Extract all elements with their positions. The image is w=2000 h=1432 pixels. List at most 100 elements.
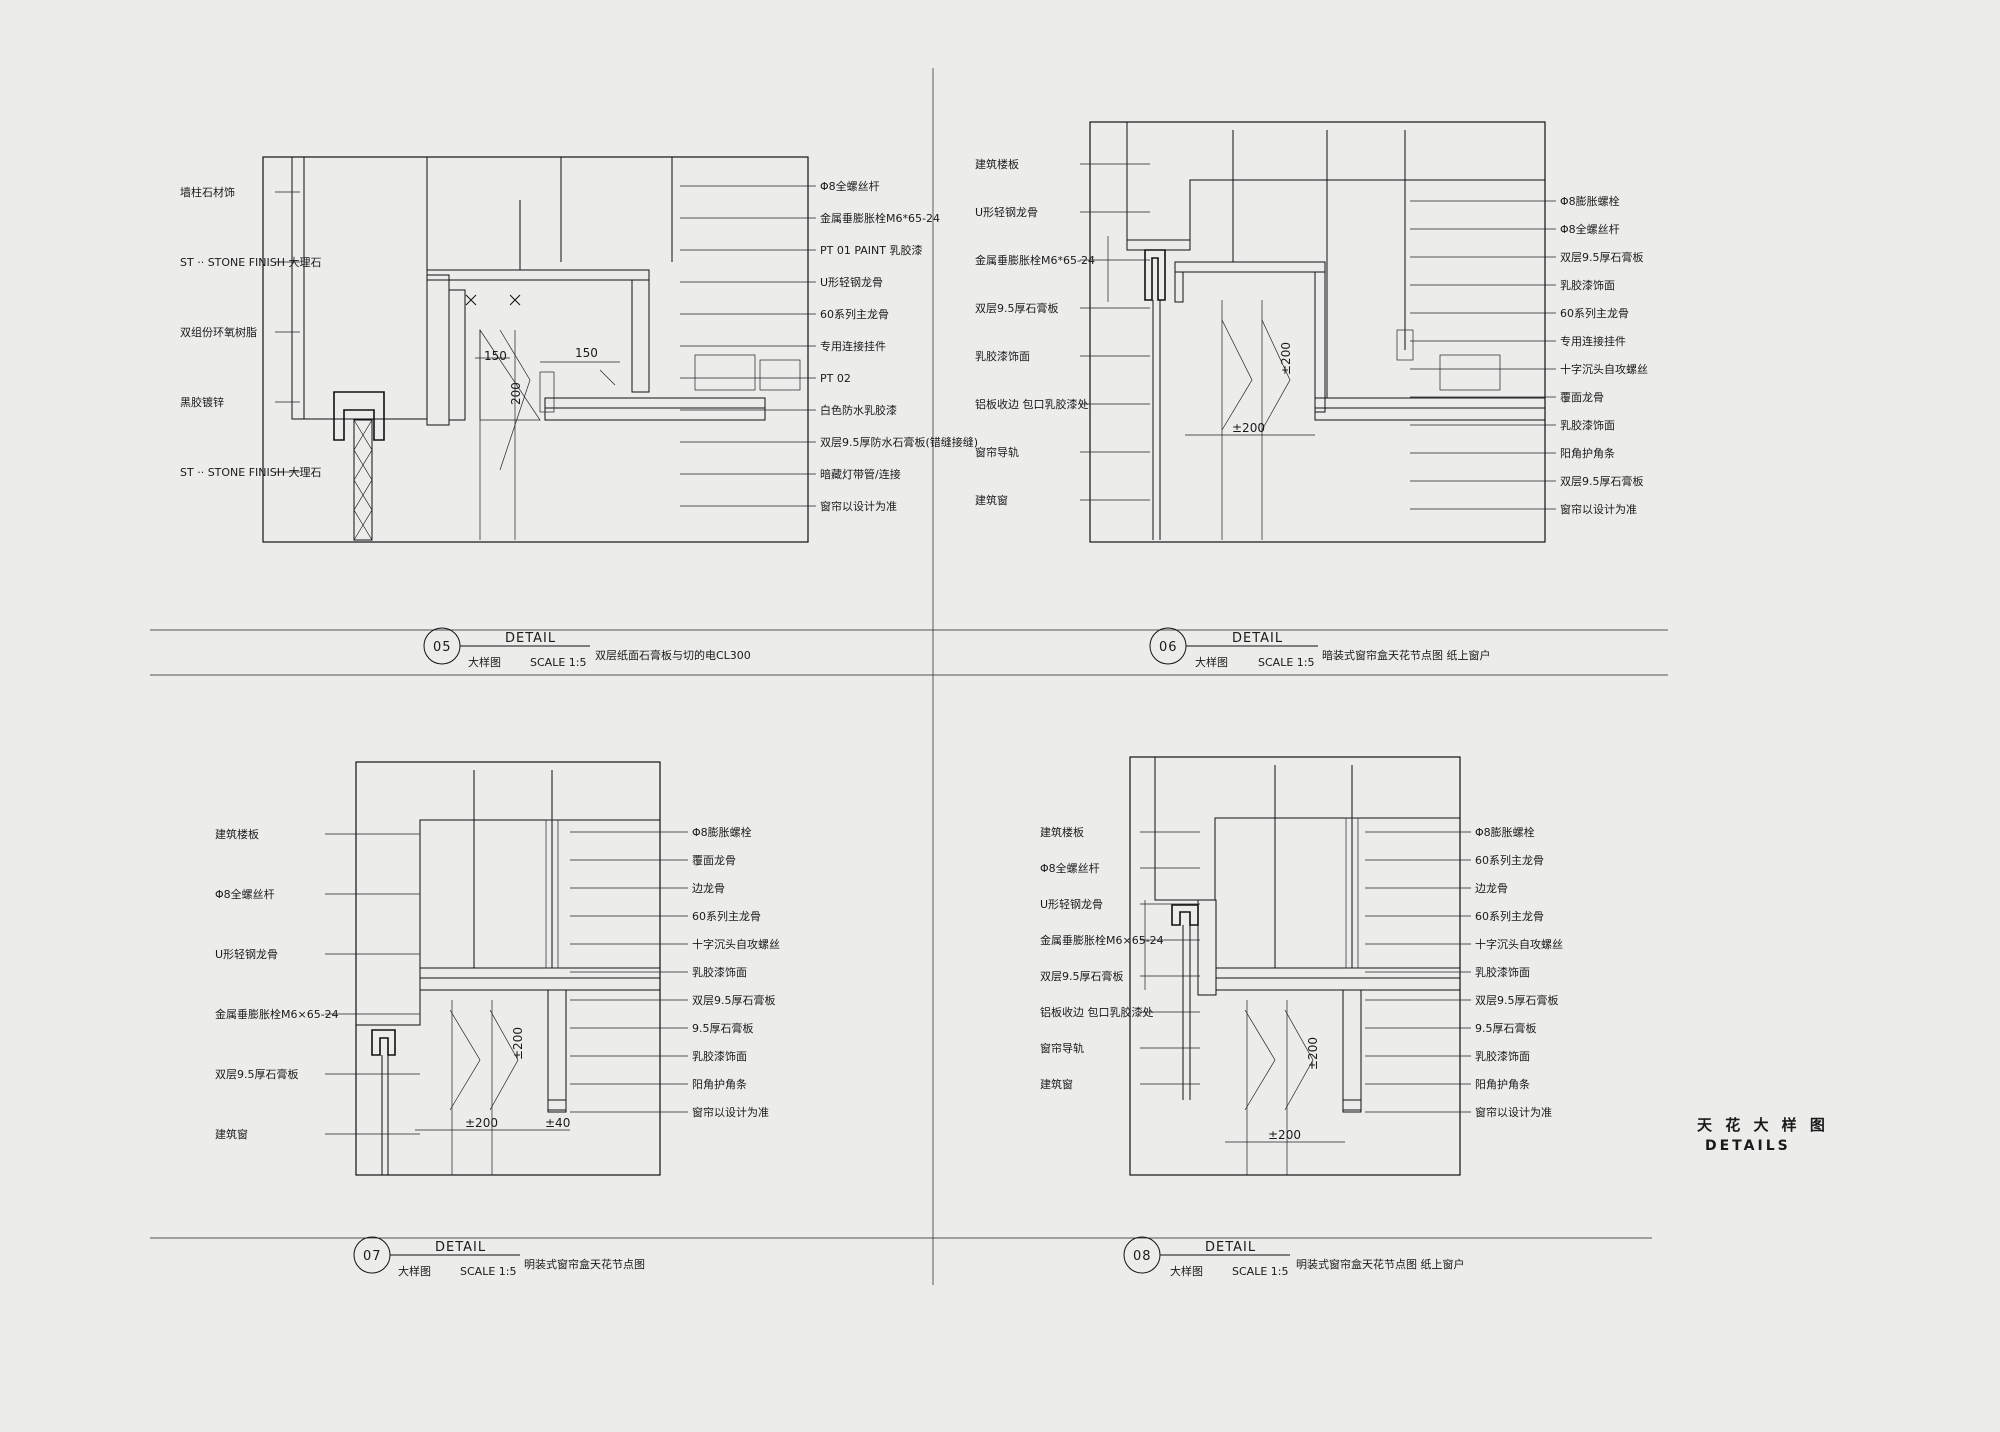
callout-label: ST ·· STONE FINISH 大理石 (180, 465, 322, 479)
detail-07-scale: SCALE 1:5 (460, 1265, 516, 1278)
detail-07: ±200 ±200 ±40 建筑楼板 Φ8全螺丝杆 U形轻钢龙骨金属垂膨胀栓M6×6… (215, 761, 780, 1278)
callout-label: 建筑楼板 (975, 157, 1019, 171)
detail-07-number: 07 (363, 1249, 382, 1264)
callout-label: 建筑窗 (975, 493, 1008, 507)
callout-label: Φ8全螺丝杆 (215, 887, 275, 901)
detail-08-number: 08 (1133, 1249, 1152, 1264)
callout-label: PT 01 PAINT 乳胶漆 (820, 243, 923, 257)
callout-label: 窗帘以设计为准 (692, 1105, 769, 1119)
callout-label: 60系列主龙骨 (1475, 909, 1544, 923)
callout-label: 乳胶漆饰面 (1560, 278, 1615, 292)
callout-label: Φ8全螺丝杆 (1560, 222, 1620, 236)
callout-label: U形轻钢龙骨 (1040, 897, 1103, 911)
callout-label: 阳角护角条 (1560, 446, 1615, 460)
detail-07-right-callouts: Φ8膨胀螺栓覆面龙骨边龙骨60系列主龙骨十字沉头自攻螺丝乳胶漆饰面双层9.5厚石… (570, 825, 780, 1119)
callout-label: 窗帘导轨 (975, 445, 1019, 459)
callout-label: 墙柱石材饰 (180, 185, 235, 199)
detail-06-sub-cn: 大样图 (1195, 655, 1228, 669)
detail-07-heading: DETAIL (435, 1240, 486, 1255)
callout-label: 60系列主龙骨 (820, 307, 889, 321)
callout-label: 建筑楼板 (1040, 825, 1084, 839)
detail-08-right-callouts: Φ8膨胀螺栓60系列主龙骨边龙骨60系列主龙骨十字沉头自攻螺丝乳胶漆饰面双层9.… (1365, 825, 1563, 1119)
callout-label: 双层9.5厚防水石膏板(错缝接缝) (820, 435, 978, 449)
callout-label: 黑胶镀锌 (180, 395, 224, 409)
detail-06-heading: DETAIL (1232, 631, 1283, 646)
dim-label: ±200 (1306, 1037, 1320, 1070)
detail-08-left-callouts: 建筑楼板Φ8全螺丝杆U形轻钢龙骨金属垂膨胀栓M6×65-24双层9.5厚石膏板铝… (1040, 825, 1200, 1091)
sheet-dividers (150, 68, 1668, 1285)
callout-label: 金属垂膨胀栓M6×65-24 (215, 1007, 339, 1021)
callout-label: 建筑窗 (215, 1127, 248, 1141)
callout-label: Φ8膨胀螺栓 (692, 825, 752, 839)
callout-label: 双层9.5厚石膏板 (1560, 474, 1644, 488)
callout-label: Φ8膨胀螺栓 (1475, 825, 1535, 839)
callout-label: 窗帘以设计为准 (1475, 1105, 1552, 1119)
detail-07-sub-cn: 大样图 (398, 1264, 431, 1278)
callout-label: 双层9.5厚石膏板 (1560, 250, 1644, 264)
detail-07-desc: 明装式窗帘盒天花节点图 (524, 1257, 645, 1271)
callout-label: 边龙骨 (692, 882, 725, 895)
callout-label: 暗藏灯带管/连接 (820, 467, 901, 481)
dim-label: 150 (575, 346, 598, 360)
dim-label: ±40 (545, 1116, 570, 1130)
detail-06-left-callouts: 建筑楼板U形轻钢龙骨金属垂膨胀栓M6*65-24双层9.5厚石膏板乳胶漆饰面铝板… (975, 157, 1150, 507)
callout-label: 60系列主龙骨 (1560, 306, 1629, 320)
detail-05-desc: 双层纸面石膏板与切的电CL300 (595, 648, 751, 662)
dim-label: ±200 (465, 1116, 498, 1130)
callout-label: 专用连接挂件 (1560, 334, 1626, 348)
callout-label: U形轻钢龙骨 (975, 205, 1038, 219)
callout-label: 乳胶漆饰面 (692, 965, 747, 979)
callout-label: 双层9.5厚石膏板 (1475, 993, 1559, 1007)
callout-label: 60系列主龙骨 (692, 909, 761, 923)
callout-label: 铝板收边 包口乳胶漆处 (1040, 1005, 1154, 1019)
sheet-title-en: DETAILS (1705, 1138, 1791, 1154)
dim-label: ±200 (1232, 421, 1265, 435)
callout-label: 十字沉头自攻螺丝 (1560, 362, 1648, 376)
callout-label: 白色防水乳胶漆 (820, 403, 897, 417)
callout-label: 双组份环氧树脂 (180, 325, 257, 339)
callout-label: 十字沉头自攻螺丝 (1475, 937, 1563, 951)
callout-label: 乳胶漆饰面 (1475, 1049, 1530, 1063)
callout-label: ST ·· STONE FINISH 大理石 (180, 255, 322, 269)
callout-label: 乳胶漆饰面 (1475, 965, 1530, 979)
detail-05-heading: DETAIL (505, 631, 556, 646)
callout-label: 阳角护角条 (1475, 1077, 1530, 1091)
callout-label: 双层9.5厚石膏板 (1040, 969, 1124, 983)
callout-label: 金属垂膨胀栓M6×65-24 (1040, 933, 1164, 947)
callout-label: 铝板收边 包口乳胶漆处 (975, 397, 1089, 411)
dim-label: ±200 (1279, 342, 1293, 375)
callout-label: 覆面龙骨 (1560, 391, 1604, 404)
detail-06-number: 06 (1159, 640, 1178, 655)
detail-06-desc: 暗装式窗帘盒天花节点图 纸上窗户 (1322, 648, 1491, 662)
callout-label: 覆面龙骨 (692, 854, 736, 867)
detail-05-sub-cn: 大样图 (468, 655, 501, 669)
callout-label: Φ8全螺丝杆 (820, 179, 880, 193)
callout-label: Φ8膨胀螺栓 (1560, 194, 1620, 208)
callout-label: 双层9.5厚石膏板 (215, 1067, 299, 1081)
callout-label: 建筑窗 (1040, 1077, 1073, 1091)
callout-label: 双层9.5厚石膏板 (692, 993, 776, 1007)
sheet-title-cn: 天 花 大 样 图 (1697, 1116, 1829, 1134)
dim-label: ±200 (511, 1027, 525, 1060)
callout-label: 金属垂膨胀栓M6*65-24 (820, 211, 940, 225)
callout-label: 乳胶漆饰面 (1560, 418, 1615, 432)
callout-label: 建筑楼板 (215, 827, 259, 841)
callout-label: 窗帘以设计为准 (1560, 502, 1637, 516)
callout-label: 9.5厚石膏板 (1475, 1021, 1537, 1035)
detail-08-heading: DETAIL (1205, 1240, 1256, 1255)
callout-label: 乳胶漆饰面 (975, 349, 1030, 363)
dim-label: 200 (509, 382, 523, 405)
callout-label: 乳胶漆饰面 (692, 1049, 747, 1063)
dim-label: ±200 (1268, 1128, 1301, 1142)
callout-label: 专用连接挂件 (820, 339, 886, 353)
detail-08-desc: 明装式窗帘盒天花节点图 纸上窗户 (1296, 1257, 1465, 1271)
callout-label: 窗帘以设计为准 (820, 499, 897, 513)
callout-label: U形轻钢龙骨 (215, 947, 278, 961)
callout-label: 阳角护角条 (692, 1077, 747, 1091)
callout-label: 金属垂膨胀栓M6*65-24 (975, 253, 1095, 267)
